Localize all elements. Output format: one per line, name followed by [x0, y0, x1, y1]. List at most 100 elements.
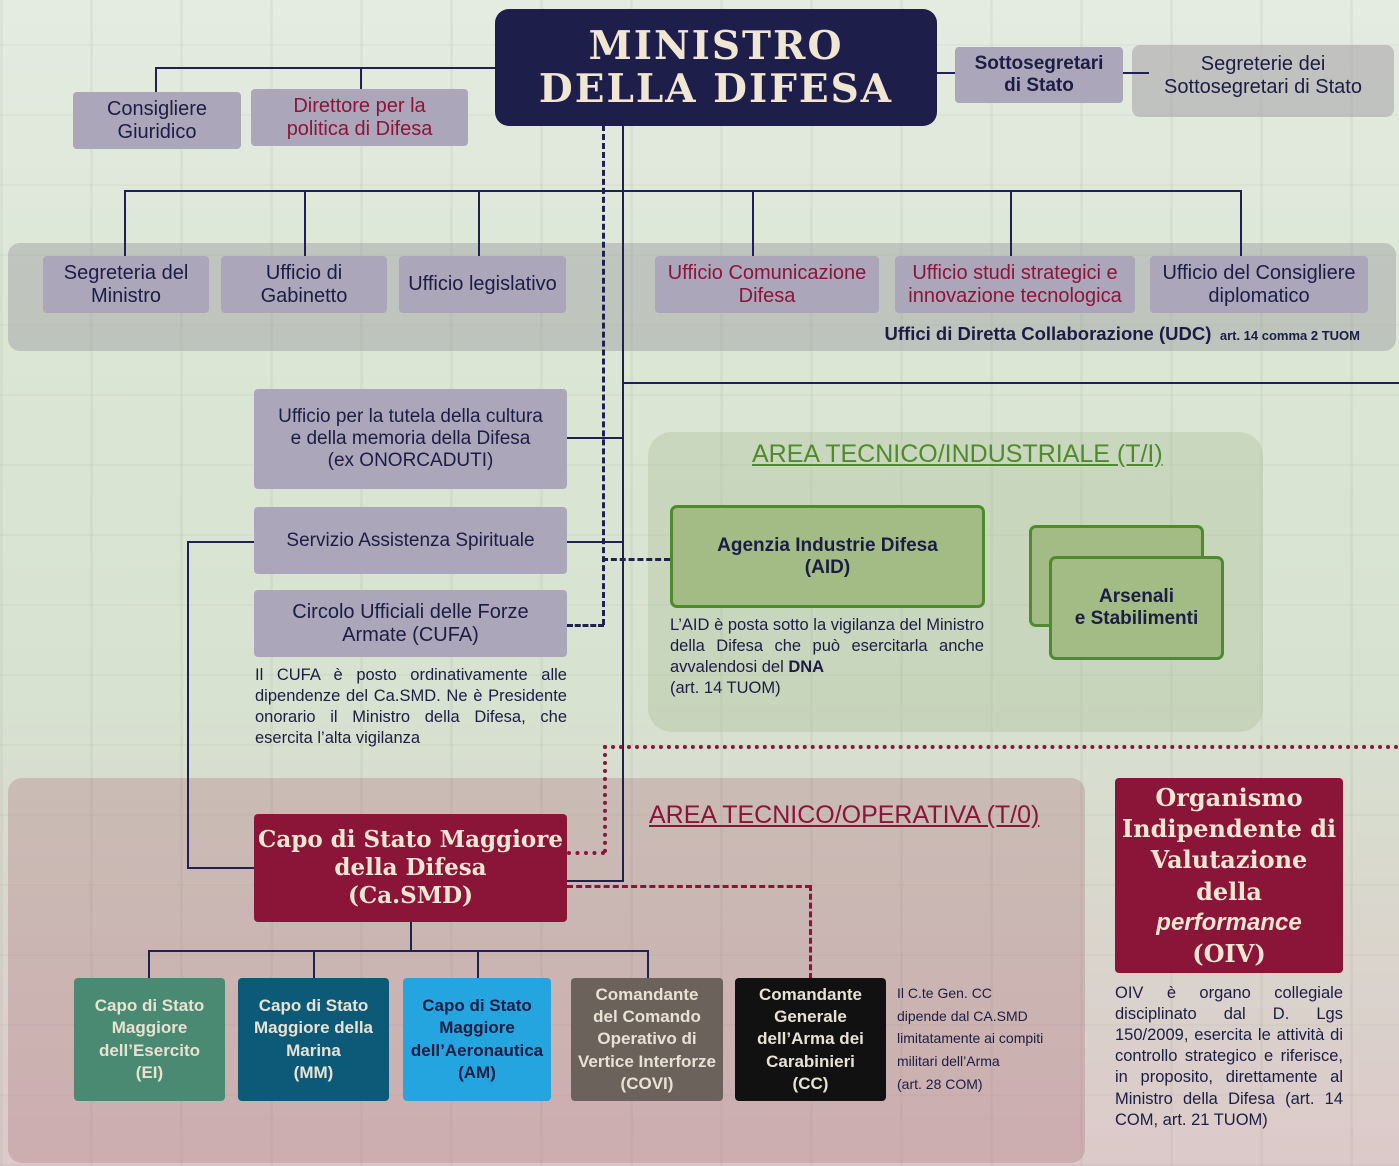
- connector: [477, 950, 479, 978]
- connector: [1123, 72, 1149, 74]
- dashed-connector: [567, 885, 811, 888]
- direttore-line1: Direttore per la: [293, 94, 426, 117]
- connector: [313, 950, 315, 978]
- segreterie-line1: Segreterie dei: [1200, 53, 1326, 75]
- sottosegretari-box[interactable]: Sottosegretari di Stato: [955, 47, 1123, 103]
- aid-note-post: (art. 14 TUOM): [670, 679, 781, 698]
- connector: [187, 867, 255, 869]
- sottosegretari-line1: Sottosegretari: [974, 53, 1104, 75]
- area-ti-title: AREA TECNICO/INDUSTRIALE (T/I): [752, 440, 1163, 468]
- segreteria-line2: Ministro: [90, 284, 161, 307]
- covi-line3: Operativo di: [597, 1029, 697, 1049]
- aid-line2: (AID): [804, 556, 851, 578]
- aid-note-bold: DNA: [788, 658, 825, 677]
- cufa-line1: Circolo Ufficiali delle Forze: [292, 600, 529, 623]
- oiv-note: OIV è organo collegiale disciplinato dal…: [1115, 984, 1343, 1129]
- consigliere-line1: Consigliere: [106, 97, 208, 120]
- covi-line1: Comandante: [595, 985, 699, 1005]
- gabinetto-line1: Ufficio di: [265, 261, 343, 284]
- ufficio-studi-box[interactable]: Ufficio studi strategici e innovazione t…: [895, 256, 1135, 313]
- dashed-connector: [567, 624, 604, 627]
- aid-note: L’AID è posta sotto la vigilanza del Min…: [670, 615, 984, 699]
- studi-line2: innovazione tecnologica: [908, 284, 1122, 307]
- consigliere-giuridico-box[interactable]: Consigliere Giuridico: [73, 92, 241, 149]
- casmd-line3: (Ca.SMD): [348, 882, 473, 910]
- segreterie-line2: Sottosegretari di Stato: [1164, 76, 1362, 98]
- consigliere-line2: Giuridico: [117, 120, 197, 143]
- dotted-connector: [603, 745, 1399, 749]
- cc-note-line5: (art. 28 COM): [897, 1075, 983, 1092]
- oiv-line3: Valutazione della: [1150, 845, 1308, 906]
- connector: [155, 67, 157, 93]
- connector: [1010, 190, 1012, 256]
- comunicazione-line2: Difesa: [738, 284, 796, 307]
- ufficio-gabinetto-box[interactable]: Ufficio di Gabinetto: [221, 256, 387, 313]
- capo-esercito-box[interactable]: Capo di Stato Maggiore dell’Esercito (EI…: [74, 978, 225, 1101]
- sottosegretari-line2: di Stato: [1004, 75, 1074, 96]
- arsenali-line1: Arsenali: [1099, 586, 1174, 608]
- am-line3: dell’Aeronautica: [410, 1040, 544, 1060]
- cc-note-line3: limitatamente ai compiti: [897, 1030, 1044, 1047]
- ufficio-tutela-box[interactable]: Ufficio per la tutela della cultura e de…: [254, 389, 567, 489]
- legislativo-label: Ufficio legislativo: [408, 273, 557, 295]
- comandante-carabinieri-box[interactable]: Comandante Generale dell’Arma dei Carabi…: [735, 978, 886, 1101]
- minister-line2: DELLA DIFESA: [538, 65, 894, 112]
- mm-line2: Maggiore della: [253, 1018, 374, 1038]
- cc-line2: Generale: [774, 1007, 847, 1027]
- tutela-line3: (ex ONORCADUTI): [327, 449, 494, 471]
- aid-box[interactable]: Agenzia Industrie Difesa (AID): [670, 505, 985, 608]
- connector: [304, 190, 306, 256]
- connector: [148, 950, 648, 952]
- cufa-line2: Armate (CUFA): [342, 623, 479, 646]
- dotted-connector: [567, 851, 605, 855]
- cc-line4: Carabinieri: [766, 1051, 855, 1071]
- ei-line1: Capo di Stato: [94, 996, 205, 1016]
- connector: [478, 190, 480, 256]
- connector: [567, 437, 623, 439]
- comunicazione-line1: Ufficio Comunicazione: [667, 261, 867, 284]
- ufficio-legislativo-box[interactable]: Ufficio legislativo: [399, 256, 566, 313]
- studi-line1: Ufficio studi strategici e: [912, 261, 1118, 284]
- casmd-line1: Capo di Stato Maggiore: [258, 825, 563, 853]
- ei-line4: (EI): [135, 1062, 164, 1082]
- am-line1: Capo di Stato: [422, 996, 532, 1016]
- cc-note-line2: dipende dal CA.SMD: [897, 1007, 1028, 1024]
- direttore-line2: politica di Difesa: [286, 117, 433, 140]
- segreterie-box[interactable]: Segreterie dei Sottosegretari di Stato: [1149, 50, 1377, 102]
- cc-line1: Comandante: [759, 985, 862, 1005]
- dashed-connector: [809, 885, 812, 979]
- dashed-connector: [602, 125, 605, 625]
- cufa-box[interactable]: Circolo Ufficiali delle Forze Armate (CU…: [254, 590, 567, 657]
- segreterie-band: [1132, 45, 1394, 117]
- tutela-line1: Ufficio per la tutela della cultura: [278, 406, 543, 428]
- comandante-covi-box[interactable]: Comandante del Comando Operativo di Vert…: [571, 978, 723, 1101]
- tutela-line2: e della memoria della Difesa: [290, 428, 531, 450]
- oiv-line1: Organismo: [1155, 782, 1303, 812]
- dotted-connector: [603, 745, 607, 853]
- connector: [148, 950, 150, 978]
- casmd-box[interactable]: Capo di Stato Maggiore della Difesa (Ca.…: [254, 814, 567, 922]
- capo-marina-box[interactable]: Capo di Stato Maggiore della Marina (MM): [238, 978, 389, 1101]
- capo-aeronautica-box[interactable]: Capo di Stato Maggiore dell’Aeronautica …: [403, 978, 551, 1101]
- connector: [124, 190, 1242, 192]
- oiv-line5: (OIV): [1192, 938, 1266, 968]
- segreteria-ministro-box[interactable]: Segreteria del Ministro: [43, 256, 209, 313]
- connector: [187, 541, 255, 543]
- connector: [124, 190, 126, 256]
- oiv-line2: Indipendente di: [1121, 814, 1337, 844]
- ufficio-consigliere-diplomatico-box[interactable]: Ufficio del Consigliere diplomatico: [1150, 256, 1368, 313]
- cc-line5: (CC): [792, 1073, 829, 1093]
- arsenali-box[interactable]: Arsenali e Stabilimenti: [1049, 556, 1224, 660]
- ufficio-comunicazione-box[interactable]: Ufficio Comunicazione Difesa: [655, 256, 879, 313]
- minister-box[interactable]: MINISTRO DELLA DIFESA: [495, 9, 937, 126]
- connector: [567, 880, 624, 882]
- cc-note-line4: militari dell’Arma: [897, 1053, 1000, 1070]
- servizio-spirituale-box[interactable]: Servizio Assistenza Spirituale: [254, 507, 567, 574]
- arsenali-line2: e Stabilimenti: [1074, 608, 1199, 629]
- udc-caption: Uffici di Diretta Collaborazione (UDC) a…: [780, 323, 1360, 345]
- connector: [1240, 190, 1242, 256]
- connector: [647, 950, 649, 978]
- direttore-politica-box[interactable]: Direttore per la politica di Difesa: [251, 89, 468, 146]
- connector: [360, 67, 362, 90]
- oiv-box[interactable]: Organismo Indipendente di Valutazione de…: [1115, 778, 1343, 973]
